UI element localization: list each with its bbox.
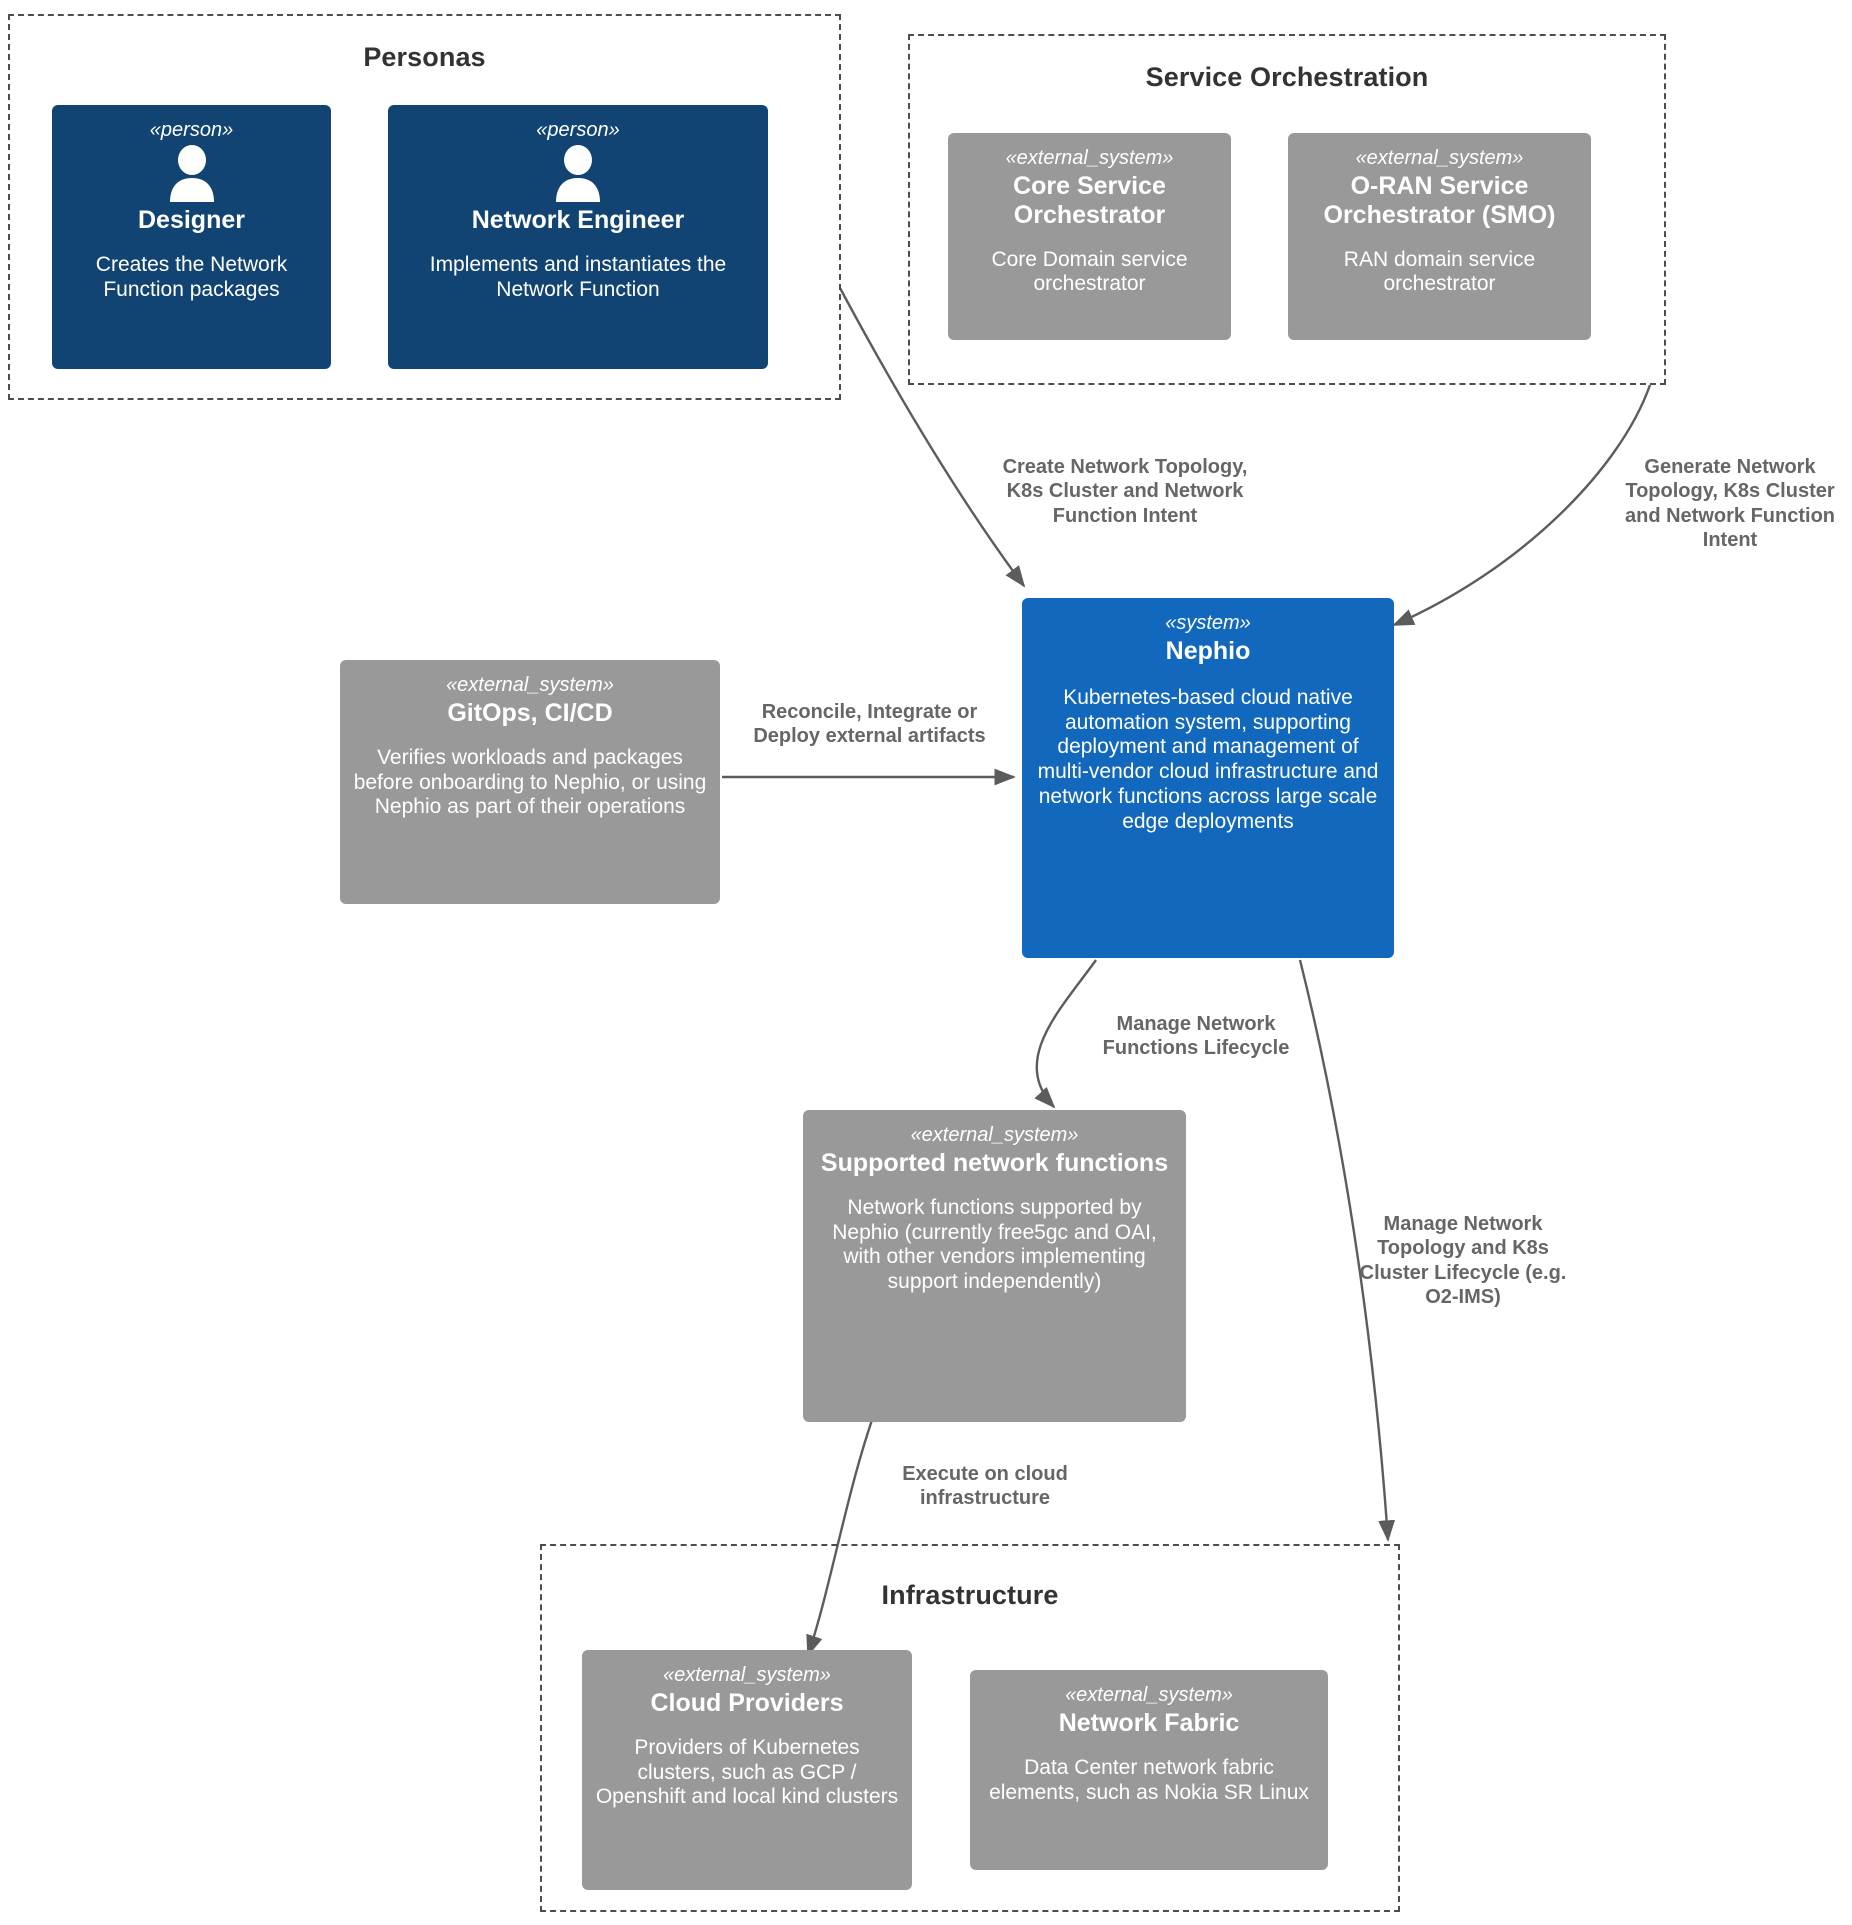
network-engineer-title: Network Engineer [471, 206, 685, 234]
person-icon [556, 145, 600, 202]
node-nephio[interactable]: «system» Nephio Kubernetes-based cloud n… [1022, 598, 1394, 958]
node-cloud-providers[interactable]: «external_system» Cloud Providers Provid… [582, 1650, 912, 1890]
nephio-stereotype: «system» [1165, 612, 1251, 634]
node-supported-network-functions[interactable]: «external_system» Supported network func… [803, 1110, 1186, 1422]
cloud-providers-description: Providers of Kubernetes clusters, such a… [595, 1735, 899, 1809]
node-oran-service-orchestrator[interactable]: «external_system» O-RAN Service Orchestr… [1288, 133, 1591, 340]
group-infrastructure-title: Infrastructure [881, 1580, 1059, 1610]
person-icon [169, 145, 214, 202]
gitops-title: GitOps, CI/CD [447, 699, 613, 727]
network-fabric-description: Data Center network fabric elements, suc… [989, 1755, 1309, 1804]
designer-stereotype: «person» [149, 119, 234, 141]
network-fabric-stereotype: «external_system» [1065, 1684, 1233, 1706]
edge-label-create-intent: Create Network Topology, K8s Cluster and… [1002, 456, 1248, 527]
group-service-orchestration-title: Service Orchestration [1145, 62, 1429, 92]
core-service-orchestrator-description: Core Domain service orchestrator [991, 247, 1188, 296]
edge-label-generate-intent: Generate Network Topology, K8s Cluster a… [1625, 456, 1835, 552]
supported-network-functions-stereotype: «external_system» [910, 1124, 1079, 1146]
node-designer[interactable]: «person» Designer Creates the Network Fu… [52, 105, 331, 369]
oran-service-orchestrator-description: RAN domain service orchestrator [1343, 247, 1536, 296]
core-service-orchestrator-stereotype: «external_system» [1005, 147, 1174, 169]
group-personas-title: Personas [363, 42, 486, 72]
supported-network-functions-description: Network functions supported by Nephio (c… [832, 1195, 1157, 1294]
network-fabric-title: Network Fabric [1058, 1709, 1240, 1737]
group-personas: Personas [8, 14, 841, 400]
cloud-providers-title: Cloud Providers [650, 1689, 844, 1717]
gitops-description: Verifies workloads and packages before o… [353, 745, 707, 819]
node-network-fabric[interactable]: «external_system» Network Fabric Data Ce… [970, 1670, 1328, 1870]
edge-label-reconcile: Reconcile, Integrate or Deploy external … [753, 701, 986, 748]
group-infrastructure: Infrastructure [540, 1544, 1400, 1912]
cloud-providers-stereotype: «external_system» [663, 1664, 831, 1686]
network-engineer-stereotype: «person» [536, 119, 620, 141]
nephio-description: Kubernetes-based cloud native automation… [1037, 685, 1379, 833]
designer-title: Designer [138, 206, 245, 234]
edge-label-manage-nf-lifecycle: Manage Network Functions Lifecycle [1102, 1013, 1290, 1060]
node-gitops[interactable]: «external_system» GitOps, CI/CD Verifies… [340, 660, 720, 904]
supported-network-functions-title: Supported network functions [820, 1149, 1169, 1177]
core-service-orchestrator-title: Core Service Orchestrator [1013, 172, 1166, 229]
network-engineer-description: Implements and instantiates the Network … [429, 252, 727, 301]
node-network-engineer[interactable]: «person» Network Engineer Implements and… [388, 105, 768, 369]
oran-service-orchestrator-stereotype: «external_system» [1355, 147, 1524, 169]
group-service-orchestration: Service Orchestration [908, 34, 1666, 385]
oran-service-orchestrator-title: O-RAN Service Orchestrator (SMO) [1323, 172, 1556, 229]
edge-label-execute-on-cloud: Execute on cloud infrastructure [902, 1463, 1068, 1510]
edge-label-manage-topology: Manage Network Topology and K8s Cluster … [1359, 1213, 1567, 1309]
node-core-service-orchestrator[interactable]: «external_system» Core Service Orchestra… [948, 133, 1231, 340]
designer-description: Creates the Network Function packages [95, 252, 288, 301]
nephio-title: Nephio [1165, 637, 1251, 665]
gitops-stereotype: «external_system» [446, 674, 614, 696]
